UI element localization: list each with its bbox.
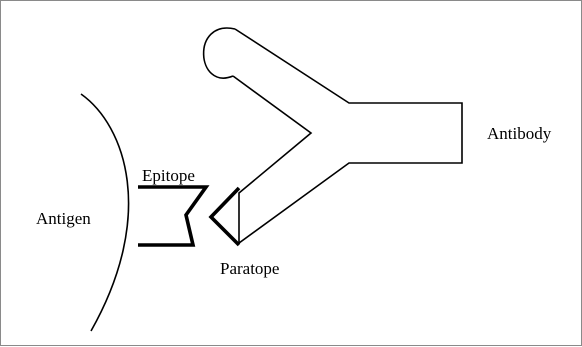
- paratope-shape: [208, 186, 241, 247]
- antigen-surface: [80, 93, 130, 332]
- epitope-shape: [138, 185, 210, 247]
- antigen-label: Antigen: [36, 209, 91, 228]
- epitope-label: Epitope: [142, 166, 195, 185]
- antibody-label: Antibody: [487, 124, 552, 143]
- antibody-outline: [232, 28, 463, 245]
- paratope-label: Paratope: [220, 259, 279, 278]
- antibody-arm-tip: [202, 27, 236, 79]
